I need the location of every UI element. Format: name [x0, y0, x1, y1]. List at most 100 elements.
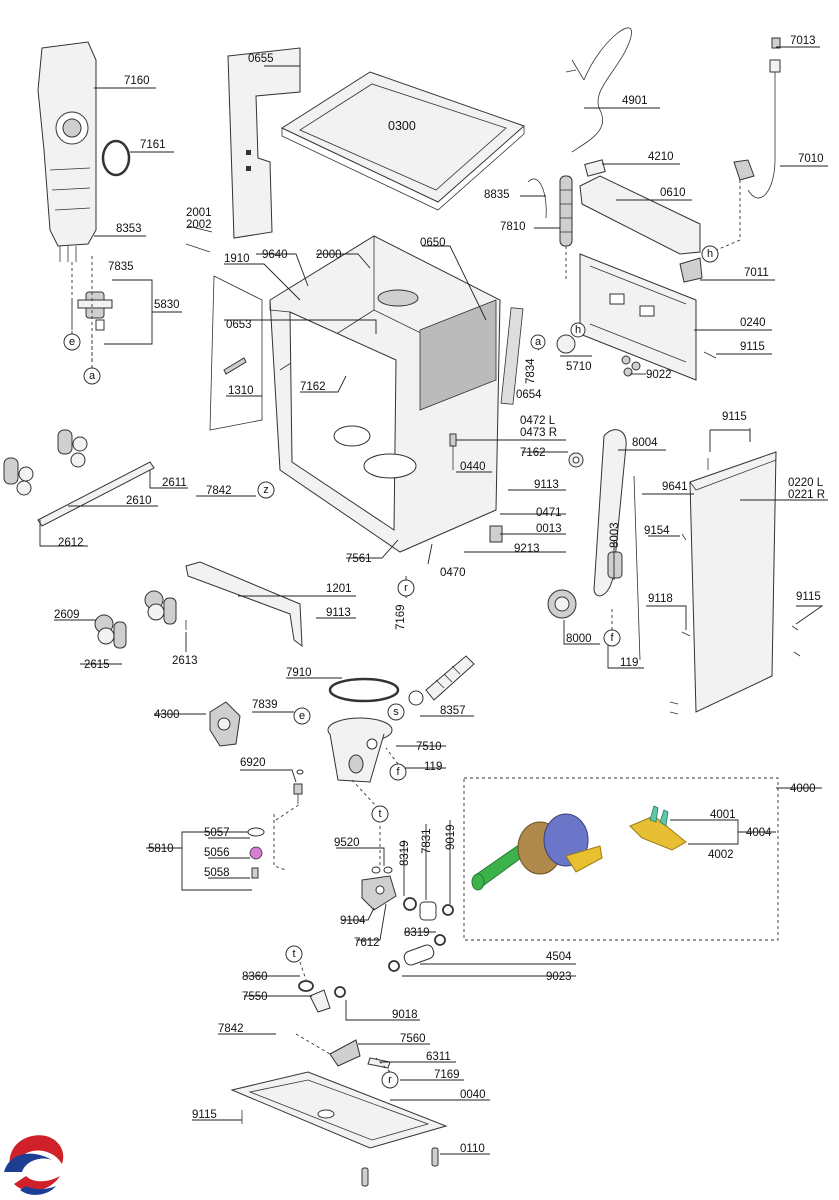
callout-marker: a: [535, 336, 542, 348]
part-label: 7612: [354, 937, 380, 949]
part-label: 8357: [440, 705, 466, 717]
part-label: 8000: [566, 633, 592, 645]
part-label: 2611: [162, 477, 187, 489]
rail-part: [37, 461, 155, 527]
part-label: 9023: [546, 971, 572, 983]
part-label: 7831: [421, 828, 433, 854]
part-label: 0650: [420, 237, 446, 249]
callout-marker: e: [299, 710, 305, 722]
part-label: 9113: [326, 607, 351, 619]
door-gasket-part: [209, 275, 263, 431]
part-label: 8353: [116, 223, 142, 235]
part-label: 7810: [500, 221, 526, 233]
callout-marker: t: [378, 808, 381, 820]
panel-strip-part: [579, 175, 701, 255]
part-label: 4901: [622, 95, 648, 107]
heater-pump-part: [209, 701, 241, 747]
part-label: 2609: [54, 609, 80, 621]
part-label: 2612: [58, 537, 84, 549]
part-label: 0653: [226, 319, 252, 331]
spray-arm-part: [547, 429, 627, 619]
control-housing-part: [37, 41, 97, 262]
hose-piece-part: [419, 901, 437, 921]
sensor-kit-part: [247, 827, 265, 879]
part-label: 7010: [798, 153, 824, 165]
callout-marker: a: [89, 370, 96, 382]
callout-marker: r: [404, 582, 408, 594]
part-label: 2001: [186, 207, 212, 219]
part-label: 4210: [648, 151, 674, 163]
part-label: 8360: [242, 971, 268, 983]
sensor-part: [556, 334, 576, 354]
rollers-part: [3, 429, 88, 496]
part-label: 7162: [300, 381, 326, 393]
part-label: 9641: [662, 481, 688, 493]
part-label: 0013: [536, 523, 562, 535]
part-label: 6311: [426, 1051, 451, 1063]
part-label: 4001: [710, 809, 736, 821]
part-label: 7839: [252, 699, 278, 711]
part-label: 8004: [632, 437, 658, 449]
part-label: 7161: [140, 139, 166, 151]
top-cover-part: [280, 71, 525, 211]
part-label: 1310: [228, 385, 254, 397]
valve-block-part: [361, 866, 397, 911]
power-cord-part: [571, 27, 632, 153]
callout-marker: f: [610, 632, 614, 644]
part-label: 9115: [796, 591, 821, 603]
callout-marker: t: [292, 948, 295, 960]
fixing-bracket-part: [679, 257, 703, 283]
pump-group-box: [463, 777, 779, 941]
part-label: 0470: [440, 567, 466, 579]
part-label: 5710: [566, 361, 592, 373]
clamp-part: [403, 897, 417, 911]
part-label: 5056: [204, 847, 230, 859]
part-label: 7834: [525, 358, 537, 384]
part-label: 2002: [186, 219, 212, 231]
part-label: 1910: [224, 253, 250, 265]
part-label: 0654: [516, 389, 542, 401]
hose-connector-part: [403, 944, 435, 966]
tub-assembly-part: [269, 235, 501, 553]
sump-part: [327, 717, 393, 783]
lower-rollers-part: [94, 590, 187, 649]
part-label: 4300: [154, 709, 180, 721]
part-label: 0471: [536, 507, 562, 519]
callout-marker: r: [388, 1074, 392, 1086]
part-label: 8319: [399, 840, 411, 866]
circulation-pump-part: [471, 813, 603, 891]
part-label: 7910: [286, 667, 312, 679]
part-label: 9022: [646, 369, 672, 381]
part-label: 5830: [154, 299, 180, 311]
side-insulation-part: [500, 307, 524, 405]
part-label: 0440: [460, 461, 486, 473]
part-label: 119: [424, 761, 442, 773]
part-label: 9115: [740, 341, 765, 353]
hose-part: [559, 175, 573, 247]
part-label: 0221 R: [788, 489, 825, 501]
part-label: 7842: [206, 485, 232, 497]
kick-panel-part: [185, 561, 303, 648]
strip-part: [223, 357, 247, 375]
part-label: 8835: [484, 189, 510, 201]
heater-element-part: [293, 769, 304, 804]
part-label: 0655: [248, 53, 274, 65]
callout-marker: e: [69, 336, 75, 348]
part-label: 7162: [520, 447, 546, 459]
callout-marker: z: [263, 484, 269, 496]
part-label: 9520: [334, 837, 360, 849]
back-panel-part: [579, 253, 697, 381]
part-label: 7561: [346, 553, 372, 565]
part-label: 0110: [460, 1143, 485, 1155]
part-label: 9154: [644, 525, 670, 537]
part-label: 0300: [388, 119, 416, 133]
callout-marker: f: [396, 766, 400, 778]
part-label: 0473 R: [520, 427, 557, 439]
callout-marker: s: [393, 706, 399, 718]
part-label: 119: [620, 657, 638, 669]
part-label: 5058: [204, 867, 230, 879]
part-label: 4004: [746, 827, 772, 839]
callout-marker: h: [575, 324, 581, 336]
part-label: 2000: [316, 249, 342, 261]
